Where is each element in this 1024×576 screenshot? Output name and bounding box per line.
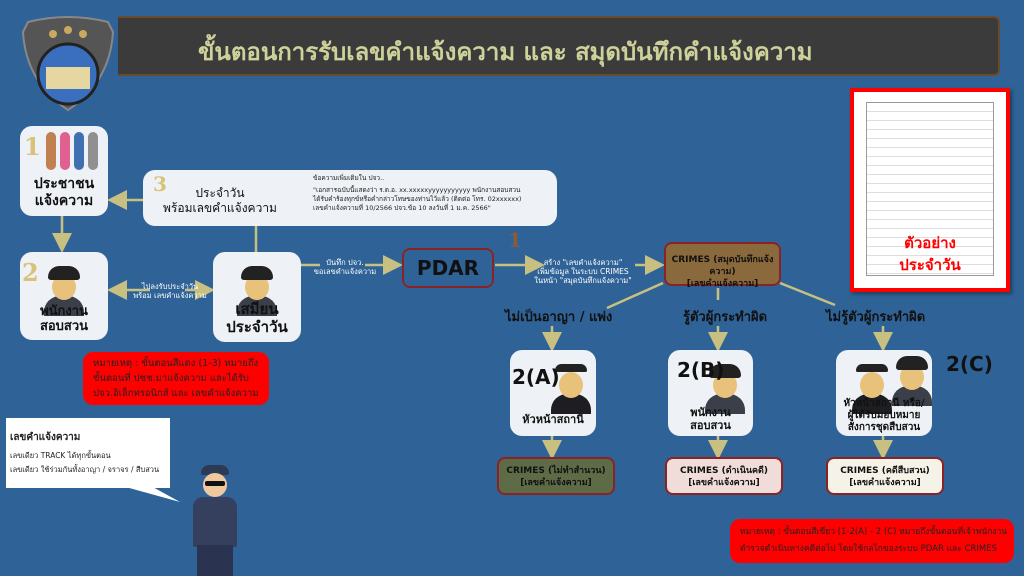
step-number: 2: [22, 258, 39, 287]
label: [เลขคำแจ้งความ]: [688, 478, 760, 488]
step-investigator-box: 2 พนักงานสอบสวน: [20, 252, 108, 340]
arrow-label: บันทึก ปจว.: [326, 258, 364, 267]
officer-icon: [890, 354, 934, 406]
people-icon: [40, 132, 104, 172]
label: CRIMES (สมุดบันทึกแจ้งความ): [671, 255, 774, 277]
label: สั่งการชุดสืบสวน: [847, 422, 921, 433]
label: CRIMES (ไม่ทำสำนวน): [506, 466, 606, 476]
cartoon-police-icon: [185, 465, 245, 576]
branch-c-box: หัวหน้าสถานี หรือ/ผู้ได้รับมอบหมายสั่งกา…: [836, 350, 932, 436]
page-title: ขั้นตอนการรับเลขคำแจ้งความ และ สมุดบันทึ…: [198, 38, 813, 66]
note-red-steps: หมายเหตุ : ขั้นตอนสีแดง (1-3) หมายถึงขั้…: [83, 352, 269, 405]
note-line: ปจว.อิเล็กทรอนิกส์ และ เลขคำแจ้งความ: [93, 388, 259, 399]
note-line: เลขคำแจ้งความที่ 10/2566 ปจว.ข้อ 10 ลงวั…: [313, 204, 491, 212]
speech-line: เลขเดียว TRACK ได้ทุกขั้นตอน: [10, 451, 111, 460]
label: หัวหน้าสถานี: [522, 413, 584, 426]
label: ประจำวัน: [226, 318, 288, 336]
label: [เลขคำแจ้งความ]: [520, 478, 592, 488]
crimes-investigation-box: CRIMES (คดีสืบสวน) [เลขคำแจ้งความ]: [826, 457, 944, 495]
sample-label: ประจำวัน: [899, 256, 961, 274]
label: ประชาชน: [33, 176, 95, 192]
label: พนักงาน: [40, 304, 88, 319]
officer-icon: [42, 264, 86, 316]
officer-icon: [703, 362, 747, 414]
label: สอบสวน: [690, 419, 731, 432]
note-title: ข้อความเพิ่มเติมใน ปจว..: [313, 174, 385, 182]
note-line: "เอกสารฉบับนี้แสดงว่า ร.ต.อ. xx.xxxxxyyy…: [313, 186, 521, 194]
title-bar: ขั้นตอนการรับเลขคำแจ้งความ และ สมุดบันทึ…: [118, 16, 1000, 76]
arrow-label: สร้าง "เลขคำแจ้งความ": [543, 258, 623, 267]
label: CRIMES (ดำเนินคดี): [680, 466, 768, 476]
step-number: 1: [24, 132, 41, 161]
step-daily-record-box: 3 ประจำวันพร้อมเลขคำแจ้งความ ข้อความเพิ่…: [143, 170, 557, 226]
label: CRIMES (คดีสืบสวน): [840, 466, 930, 476]
note-line: ตำรวจดำเนินทางคดีต่อไป โดยใช้กลไกของระบบ…: [740, 544, 997, 554]
branch-condition-b: รู้ตัวผู้กระทำผิด: [683, 310, 768, 325]
sample-label: ตัวอย่าง: [904, 234, 956, 252]
note-line: ขั้นตอนที่ ปชช.มาแจ้งความ และได้รับ: [93, 373, 249, 384]
label: สอบสวน: [39, 319, 89, 334]
arrow-label: ขอเลขคำแจ้งความ: [313, 267, 377, 276]
arrow-label: เพิ่มข้อมูล ในระบบ CRIMES: [537, 267, 629, 276]
branch-b-box: พนักงานสอบสวน: [668, 350, 753, 436]
branch-condition-a: ไม่เป็นอาญา / แพ่ง: [505, 310, 613, 325]
branch-tag-a: 2(A): [512, 365, 560, 389]
label: หัวหน้าสถานี หรือ/: [843, 398, 925, 409]
speech-title: เลขคำแจ้งความ: [10, 432, 81, 443]
label: เสมียน: [235, 300, 279, 318]
pdar-system-box: PDAR: [402, 248, 494, 288]
crimes-prosecution-box: CRIMES (ดำเนินคดี) [เลขคำแจ้งความ]: [665, 457, 783, 495]
arrow-label: ไปลงรับประจำวัน: [141, 282, 199, 291]
crimes-no-case-box: CRIMES (ไม่ทำสำนวน) [เลขคำแจ้งความ]: [497, 457, 615, 495]
branch-condition-c: ไม่รู้ตัวผู้กระทำผิด: [826, 310, 926, 325]
station-chief-icon: [850, 362, 894, 414]
speech-line: เลขเดียว ใช้ร่วมกันทั้งอาญา / จราจร / สื…: [10, 465, 160, 474]
pdar-step-number: 1: [508, 228, 522, 252]
branch-a-box: หัวหน้าสถานี: [510, 350, 596, 436]
note-line: ได้รับคำร้องทุกข์หรือคำกล่าวโทษของท่านไว…: [313, 195, 522, 203]
police-station-logo: [18, 12, 118, 112]
label: ประจำวัน: [195, 186, 245, 200]
crimes-main-box: CRIMES (สมุดบันทึกแจ้งความ) [เลขคำแจ้งควา…: [664, 242, 781, 289]
station-chief-icon: [549, 362, 593, 414]
label: แจ้งความ: [34, 193, 94, 209]
step-clerk-box: เสมียนประจำวัน: [213, 252, 301, 342]
step-number: 3: [153, 172, 167, 196]
label: ผู้ได้รับมอบหมาย: [847, 410, 921, 421]
step-citizen-box: 1 ประชาชนแจ้งความ: [20, 126, 108, 216]
label: [เลขคำแจ้งความ]: [686, 279, 759, 289]
sample-daily-record-document: ตัวอย่างประจำวัน: [850, 88, 1010, 292]
note-line: หมายเหตุ : ขั้นตอนสีเขียว (1-2(A) - 2 (C…: [740, 527, 1008, 537]
officer-icon: [235, 264, 279, 316]
arrow-label: พร้อม เลขคำแจ้งความ: [133, 291, 207, 300]
branch-tag-b: 2(B): [677, 358, 725, 382]
arrow-label: ในหน้า "สมุดบันทึกแจ้งความ": [534, 276, 632, 285]
label: พนักงาน: [690, 406, 731, 419]
note-green-steps: หมายเหตุ : ขั้นตอนสีเขียว (1-2(A) - 2 (C…: [730, 519, 1014, 563]
label: พร้อมเลขคำแจ้งความ: [163, 201, 277, 215]
branch-tag-c: 2(C): [946, 352, 993, 376]
speech-bubble: เลขคำแจ้งความ เลขเดียว TRACK ได้ทุกขั้นต…: [6, 418, 170, 488]
label: [เลขคำแจ้งความ]: [849, 478, 921, 488]
note-line: หมายเหตุ : ขั้นตอนสีแดง (1-3) หมายถึง: [93, 358, 259, 369]
